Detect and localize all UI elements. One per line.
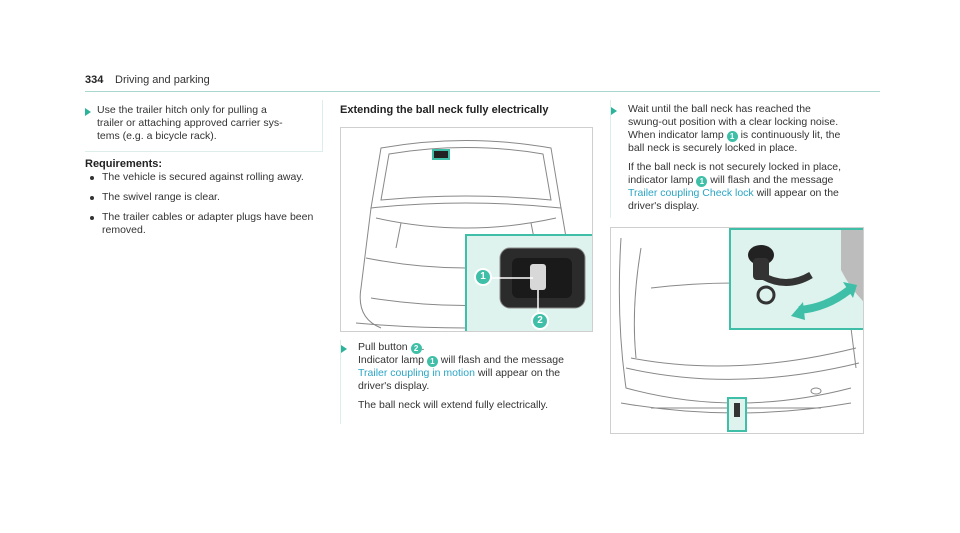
callout-1: 1: [474, 268, 492, 286]
note-box: Use the trailer hitch only for pulling a…: [85, 100, 323, 152]
bullet-icon: [90, 216, 94, 220]
callout-1-inline: 1: [426, 356, 438, 367]
arrow-right-icon: [85, 108, 91, 116]
section-title: Driving and parking: [115, 74, 210, 86]
display-message: Trailer coupling in motion: [358, 367, 475, 379]
callout-2-inline: 2: [410, 343, 422, 354]
callout-2: 2: [531, 312, 549, 330]
zoom-panel: 1 2: [465, 234, 592, 331]
bullet-icon: [90, 176, 94, 180]
callout-1-inline: 1: [696, 176, 708, 187]
note-text: Use the trailer hitch only for pulling a…: [97, 104, 322, 143]
requirements-list: The vehicle is secured against rolling a…: [90, 171, 315, 244]
trunk-illustration: 1 2: [340, 127, 593, 332]
arrow-right-icon: [341, 345, 347, 353]
zoom-panel: [729, 228, 863, 330]
display-message: Trailer coupling Check lock: [628, 187, 754, 199]
ball-neck-illustration: [610, 227, 864, 434]
note-line: Use the trailer hitch only for pulling a: [97, 104, 267, 116]
section-heading: Extending the ball neck fully electrical…: [340, 104, 549, 116]
page-number: 334: [85, 74, 104, 86]
button-closeup-drawing: [487, 247, 586, 312]
list-item: The swivel range is clear.: [90, 191, 315, 204]
arrow-right-icon: [611, 107, 617, 115]
list-item: The trailer cables or adapter plugs have…: [90, 211, 315, 237]
final-text: The ball neck will extend fully electric…: [358, 399, 549, 411]
requirements-title: Requirements:: [85, 158, 163, 170]
wait-text: Wait until the ball neck has reached the…: [628, 103, 842, 212]
list-item: The vehicle is secured against rolling a…: [90, 171, 315, 184]
callout-1-inline: 1: [726, 131, 738, 142]
note-line: tems (e.g. a bicycle rack).: [97, 130, 217, 142]
step-box-wait: Wait until the ball neck has reached the…: [610, 100, 865, 218]
ball-neck-closeup-drawing: [748, 230, 863, 320]
page-header: 334 Driving and parking: [85, 72, 880, 92]
bullet-icon: [90, 196, 94, 200]
step-box: Pull button 2. Indicator lamp 1 will fla…: [340, 340, 593, 424]
note-line: trailer or attaching approved carrier sy…: [97, 117, 283, 129]
step-text: Pull button 2. Indicator lamp 1 will fla…: [358, 341, 594, 412]
